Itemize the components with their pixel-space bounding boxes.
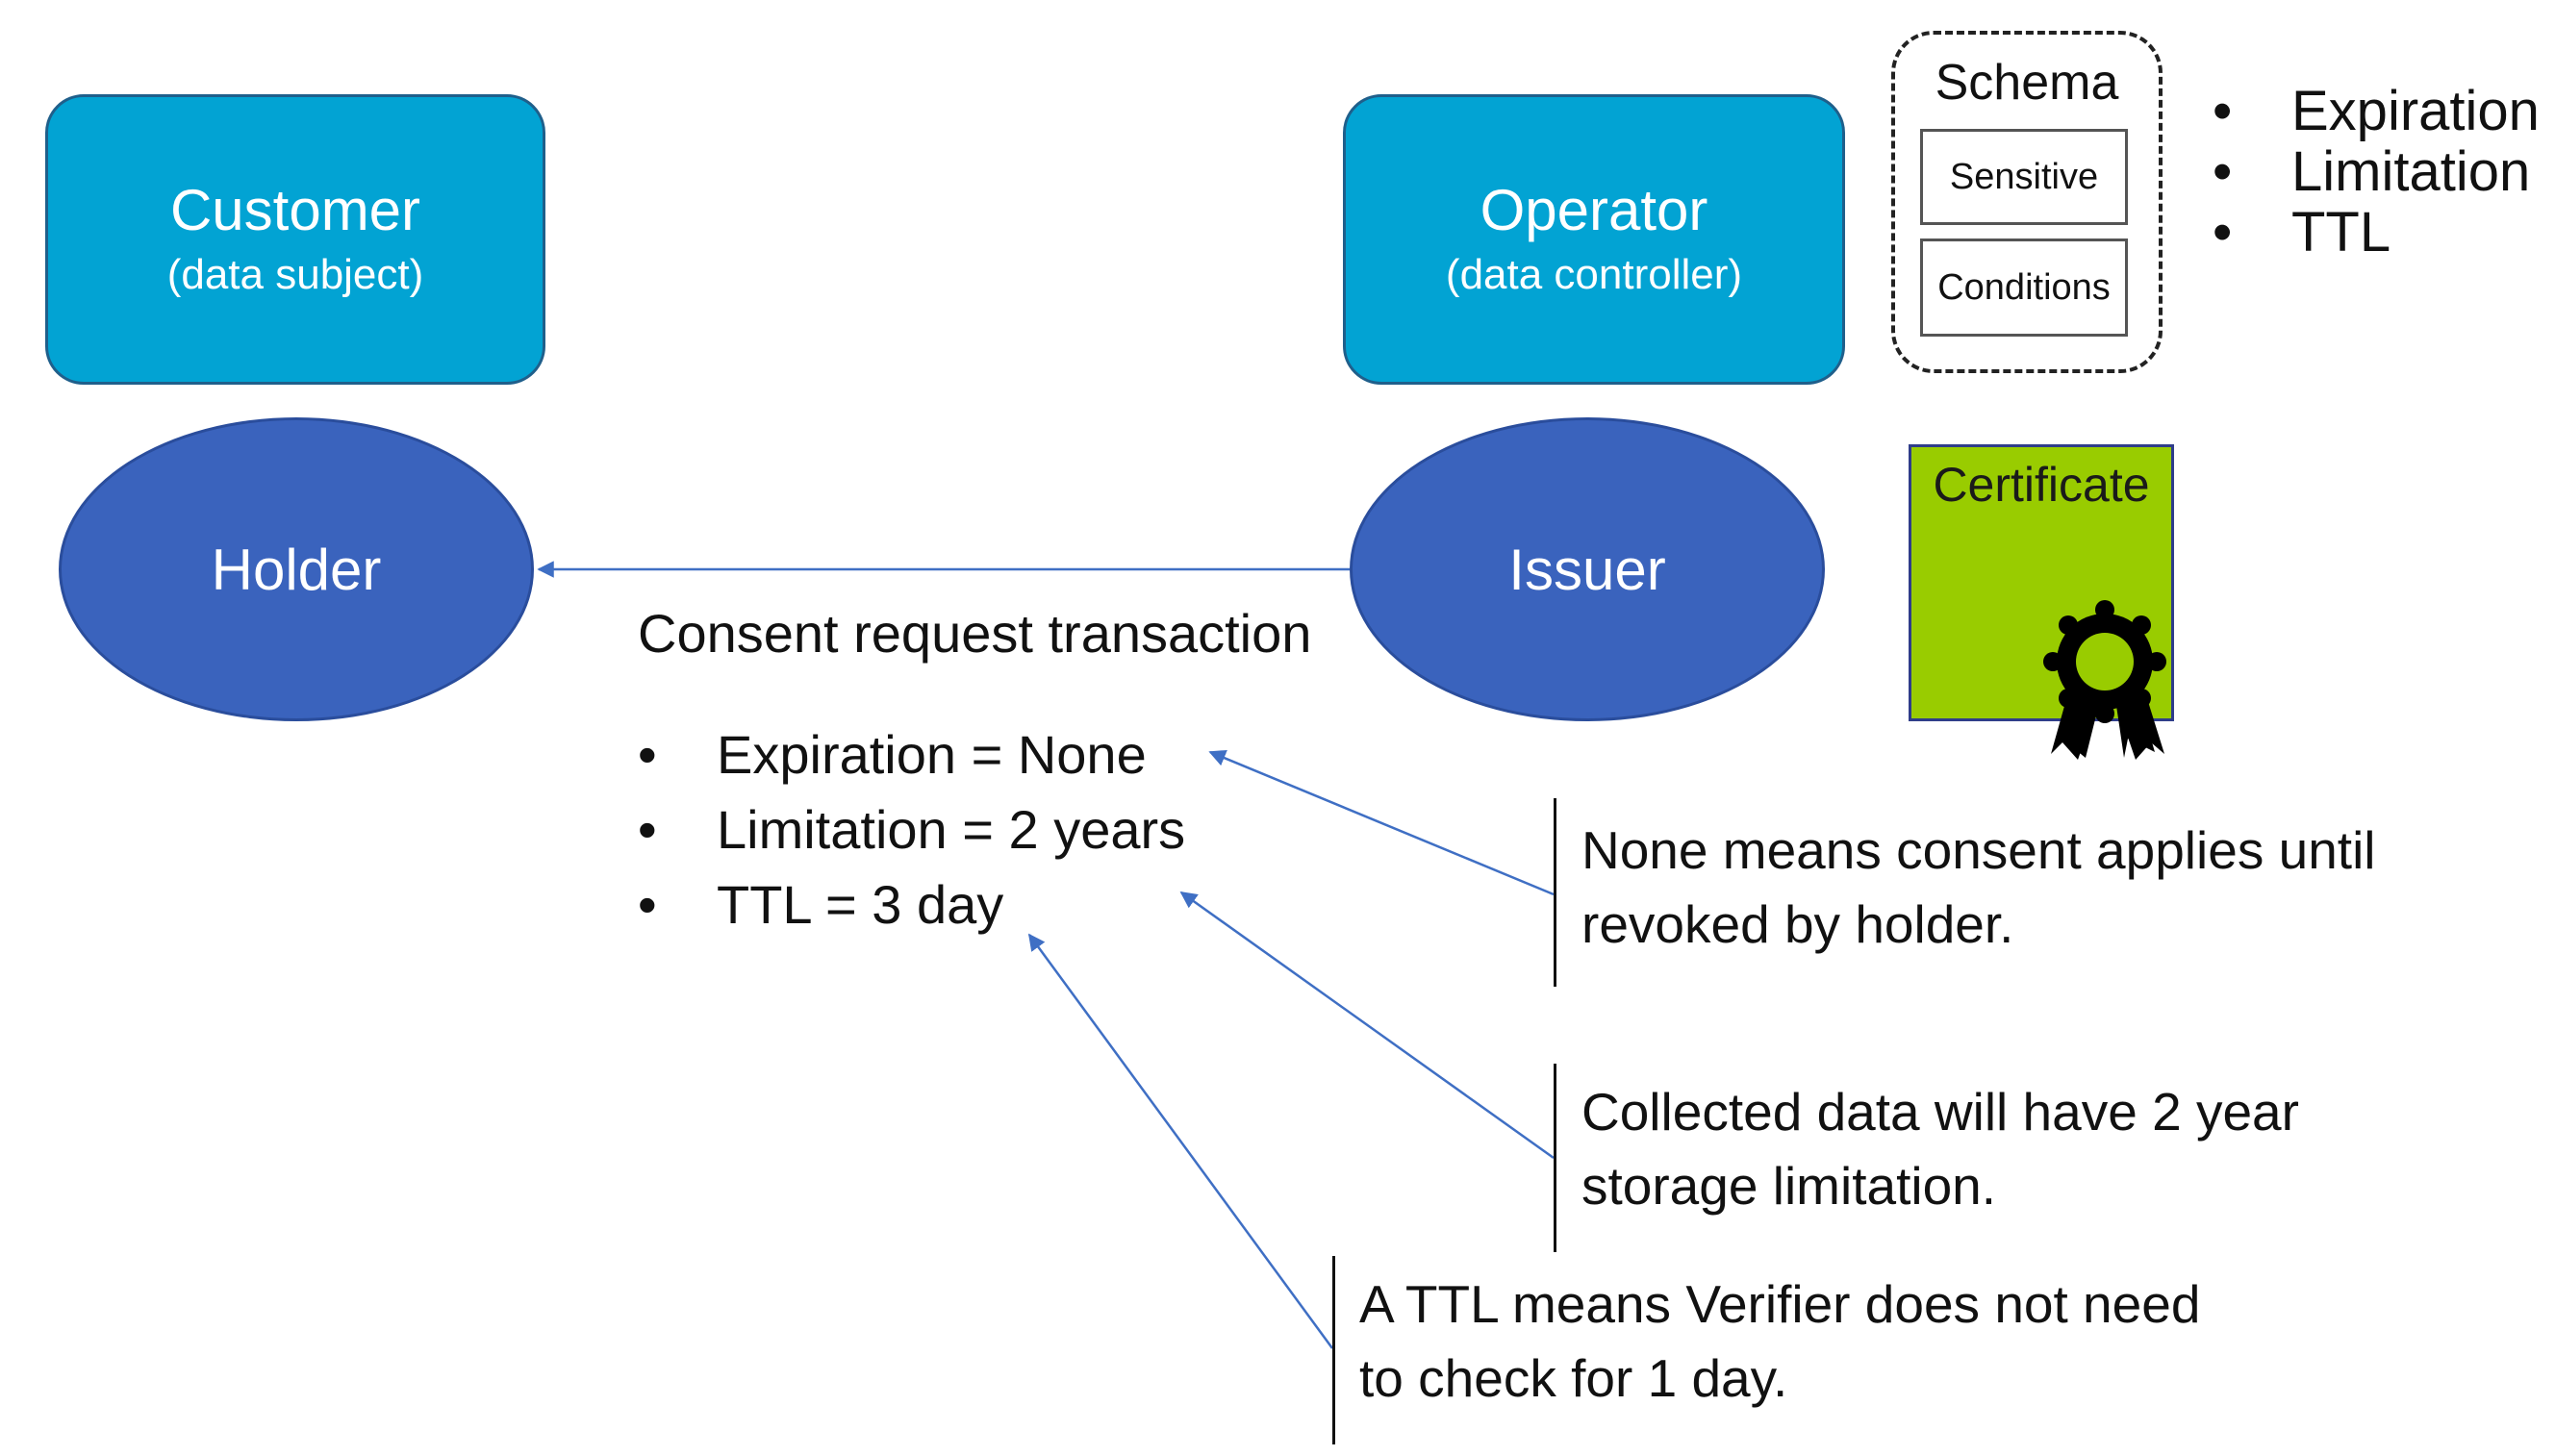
customer-title: Customer (169, 178, 421, 242)
schema-title: Schema (1935, 55, 2119, 111)
certificate-title: Certificate (1933, 458, 2150, 512)
schema-properties-list: Expiration Limitation TTL (2213, 81, 2540, 263)
limitation-pointer (1179, 891, 1555, 1160)
param-ttl: TTL = 3 day (638, 867, 1185, 942)
schema-field-conditions: Conditions (1920, 238, 2128, 337)
note-expiration-bar (1554, 798, 1556, 987)
schema-field-sensitive: Sensitive (1920, 129, 2128, 225)
issuer-label: Issuer (1508, 537, 1666, 602)
note-limitation-line-2: storage limitation. (1581, 1156, 1997, 1216)
customer-box: Customer (data subject) (45, 94, 545, 385)
holder-label: Holder (211, 537, 382, 602)
operator-title: Operator (1480, 178, 1708, 242)
customer-subtitle: (data subject) (166, 251, 424, 298)
transaction-label: Consent request transaction (638, 603, 1312, 664)
note-ttl: A TTL means Verifier does not need to ch… (1359, 1268, 2200, 1416)
param-expiration: Expiration = None (638, 717, 1185, 792)
note-limitation-bar (1554, 1064, 1556, 1252)
note-ttl-line-2: to check for 1 day. (1359, 1348, 1788, 1408)
ttl-pointer (1027, 933, 1334, 1349)
transaction-params-list: Expiration = None Limitation = 2 years T… (638, 717, 1185, 942)
note-limitation-line-1: Collected data will have 2 year (1581, 1082, 2299, 1142)
schema-box: Schema Sensitive Conditions (1891, 31, 2163, 373)
note-ttl-line-1: A TTL means Verifier does not need (1359, 1274, 2201, 1334)
expiration-pointer (1208, 749, 1555, 896)
note-expiration: None means consent applies until revoked… (1581, 814, 2376, 962)
schema-property-limitation: Limitation (2213, 141, 2540, 202)
note-expiration-line-2: revoked by holder. (1581, 894, 2014, 954)
note-expiration-line-1: None means consent applies until (1581, 820, 2376, 880)
operator-box: Operator (data controller) (1343, 94, 1845, 385)
holder-node: Holder (59, 417, 534, 721)
note-ttl-bar (1332, 1256, 1335, 1444)
issuer-node: Issuer (1350, 417, 1825, 721)
schema-property-expiration: Expiration (2213, 81, 2540, 141)
schema-property-ttl: TTL (2213, 202, 2540, 263)
param-limitation: Limitation = 2 years (638, 792, 1185, 867)
operator-subtitle: (data controller) (1445, 251, 1743, 298)
note-limitation: Collected data will have 2 year storage … (1581, 1075, 2299, 1223)
